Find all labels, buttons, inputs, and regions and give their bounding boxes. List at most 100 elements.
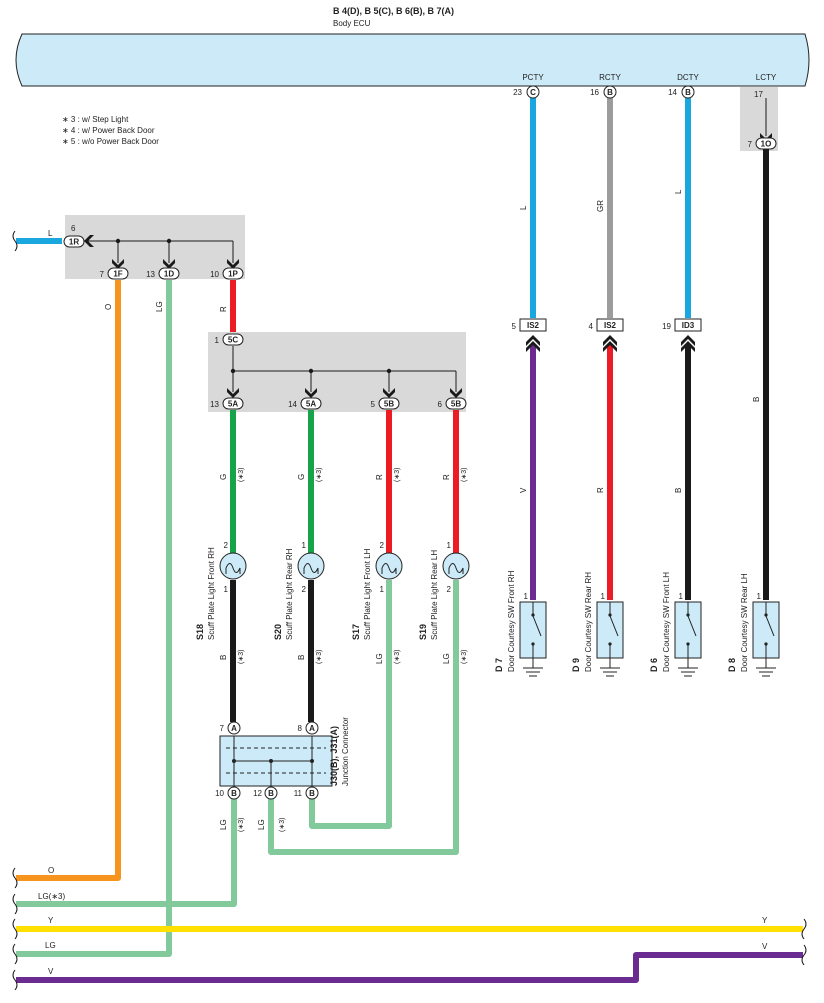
scuff-light-s19: 1 2 S19 Scuff Plate Light Rear LH	[418, 541, 470, 640]
svg-text:8: 8	[298, 724, 303, 733]
svg-text:Y: Y	[48, 916, 54, 925]
svg-text:R: R	[442, 474, 451, 480]
svg-text:IS2: IS2	[527, 321, 540, 330]
connector-1f: 7 1F	[100, 267, 129, 280]
svg-text:LG: LG	[257, 819, 266, 830]
scuff-light-s18: 2 1 S18 Scuff Plate Light Front RH	[195, 541, 247, 640]
svg-text:Scuff Plate Light Front LH: Scuff Plate Light Front LH	[363, 548, 372, 640]
svg-text:D 6: D 6	[649, 658, 659, 672]
ecu-pin-lcty: LCTY 17	[754, 73, 777, 99]
svg-text:1: 1	[215, 336, 220, 345]
svg-text:23: 23	[513, 88, 522, 97]
svg-text:∗ 3 : w/ Step Light: ∗ 3 : w/ Step Light	[62, 115, 129, 124]
svg-text:1: 1	[679, 592, 684, 601]
svg-text:1P: 1P	[228, 270, 238, 279]
svg-text:Door Courtesy SW Front LH: Door Courtesy SW Front LH	[662, 572, 671, 672]
svg-text:O: O	[48, 866, 54, 875]
svg-text:Scuff Plate Light Rear LH: Scuff Plate Light Rear LH	[430, 550, 439, 640]
svg-text:12: 12	[253, 789, 262, 798]
connector-5b-6: 6 5B	[438, 397, 467, 410]
svg-text:∗ 4 : w/ Power Back Door: ∗ 4 : w/ Power Back Door	[62, 126, 155, 135]
svg-text:1R: 1R	[69, 238, 79, 247]
svg-text:(∗3): (∗3)	[238, 468, 245, 482]
junction-block-upper	[65, 215, 245, 279]
svg-text:IS2: IS2	[604, 321, 617, 330]
svg-text:1D: 1D	[164, 270, 174, 279]
svg-text:RCTY: RCTY	[599, 73, 621, 82]
svg-text:B: B	[231, 789, 237, 798]
svg-text:R: R	[596, 487, 605, 493]
svg-text:(∗3): (∗3)	[461, 650, 468, 664]
svg-text:1O: 1O	[761, 140, 772, 149]
svg-text:L: L	[519, 205, 528, 210]
wire-lg-1d	[16, 280, 172, 957]
wire-lg-s19	[268, 580, 459, 855]
bottom-wire-labels: O LG(∗3) Y Y LG V V	[38, 866, 768, 976]
svg-text:B: B	[219, 655, 228, 660]
svg-text:13: 13	[210, 400, 219, 409]
svg-text:16: 16	[590, 88, 599, 97]
svg-text:G: G	[297, 474, 306, 480]
svg-text:10: 10	[215, 789, 224, 798]
svg-text:Door Courtesy SW Front RH: Door Courtesy SW Front RH	[507, 570, 516, 672]
svg-text:1: 1	[380, 585, 385, 594]
svg-text:D 9: D 9	[571, 658, 581, 672]
svg-text:PCTY: PCTY	[522, 73, 544, 82]
svg-text:Scuff Plate Light Front RH: Scuff Plate Light Front RH	[207, 547, 216, 640]
svg-text:L: L	[674, 189, 683, 194]
svg-text:(∗3): (∗3)	[279, 818, 286, 832]
svg-text:Junction Connector: Junction Connector	[341, 717, 350, 786]
svg-text:S17: S17	[351, 624, 361, 640]
svg-text:14: 14	[668, 88, 677, 97]
svg-text:D 8: D 8	[727, 658, 737, 672]
svg-text:R: R	[219, 306, 228, 312]
connector-5a-13: 13 5A	[210, 397, 244, 410]
connector-1o-7: 7 1O	[748, 137, 777, 150]
svg-text:(∗3): (∗3)	[316, 650, 323, 664]
svg-text:LCTY: LCTY	[756, 73, 777, 82]
svg-text:14: 14	[288, 400, 297, 409]
svg-text:5B: 5B	[384, 400, 394, 409]
connector-1d: 13 1D	[146, 267, 180, 280]
wire-breaks	[12, 230, 807, 991]
svg-text:A: A	[231, 724, 237, 733]
svg-text:Door Courtesy SW Rear LH: Door Courtesy SW Rear LH	[740, 573, 749, 672]
svg-text:5: 5	[512, 322, 517, 331]
svg-text:2: 2	[380, 541, 385, 550]
junction-connector-j30-j31: 7 A 8 A 10 B 12 B 11 B J30(B), J31(A) Ju…	[215, 717, 350, 800]
svg-text:Y: Y	[762, 916, 768, 925]
svg-text:J30(B), J31(A): J30(B), J31(A)	[329, 726, 339, 786]
junction-block-mid	[208, 332, 466, 412]
svg-text:S19: S19	[418, 624, 428, 640]
svg-text:L: L	[48, 229, 53, 238]
svg-text:7: 7	[748, 140, 753, 149]
svg-text:5B: 5B	[451, 400, 461, 409]
svg-text:1: 1	[601, 592, 606, 601]
svg-text:7: 7	[100, 270, 105, 279]
svg-text:1: 1	[447, 541, 452, 550]
svg-text:5: 5	[371, 400, 376, 409]
svg-text:(∗3): (∗3)	[394, 650, 401, 664]
svg-text:LG: LG	[219, 819, 228, 830]
svg-text:B: B	[752, 397, 761, 402]
svg-text:1: 1	[302, 541, 307, 550]
svg-text:LG(∗3): LG(∗3)	[38, 892, 65, 901]
connector-is2-5: 5 IS2	[512, 318, 547, 332]
svg-text:(∗3): (∗3)	[394, 468, 401, 482]
svg-text:1: 1	[757, 592, 762, 601]
svg-text:LG: LG	[45, 941, 56, 950]
ecu-pin-dcty: DCTY 14 B	[668, 73, 700, 99]
door-switch-d6: 1 D 6 Door Courtesy SW Front LH	[649, 572, 702, 677]
svg-text:∗ 5 : w/o Power Back Door: ∗ 5 : w/o Power Back Door	[62, 137, 159, 146]
svg-text:5C: 5C	[228, 336, 238, 345]
svg-text:B: B	[309, 789, 315, 798]
svg-text:O: O	[104, 304, 113, 310]
door-switch-d7: 1 D 7 Door Courtesy SW Front RH	[494, 570, 547, 677]
svg-text:LG: LG	[375, 653, 384, 664]
svg-text:2: 2	[224, 541, 229, 550]
svg-text:R: R	[375, 474, 384, 480]
door-switch-d8: 1 D 8 Door Courtesy SW Rear LH	[727, 573, 780, 677]
svg-text:(∗3): (∗3)	[238, 818, 245, 832]
body-ecu	[15, 33, 810, 87]
